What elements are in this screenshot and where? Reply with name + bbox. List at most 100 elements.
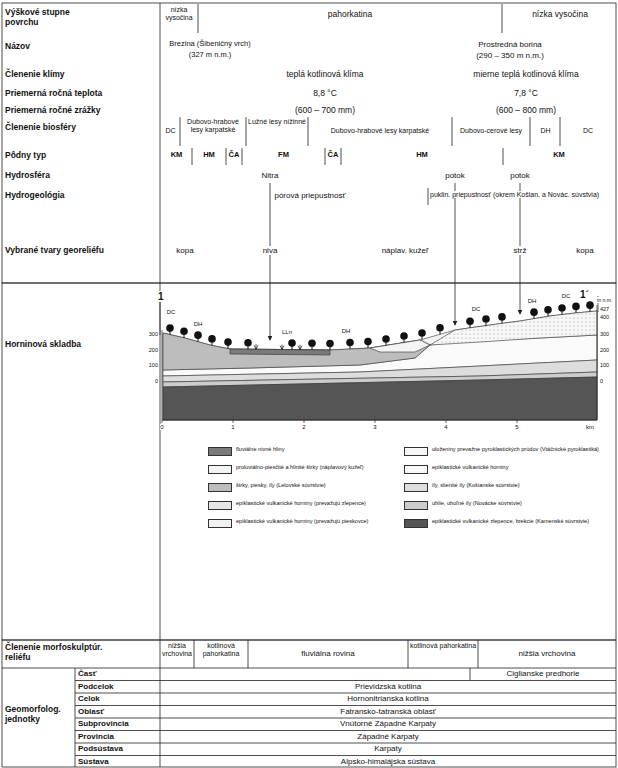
grass-symbol — [254, 344, 258, 349]
tree-trunk — [212, 342, 213, 345]
tree-trunk — [502, 320, 503, 323]
table-cell-text: (327 m n.m.) — [189, 50, 232, 59]
table-cell: Ciglianske predhorie — [470, 669, 616, 678]
tree-trunk — [248, 346, 249, 349]
profile-label-text: DH — [528, 298, 537, 304]
table-cell-text: 7,8 °C — [514, 88, 538, 98]
row-header-text: Podsústava — [78, 744, 123, 753]
row-header-text: Výškové stupne povrchu — [5, 7, 70, 27]
table-cell-text: niva — [263, 246, 278, 255]
table-cell-text: pahorkatina — [328, 9, 372, 19]
axis-label: 100 — [600, 362, 616, 368]
tree-crown — [364, 338, 372, 346]
row-header: Subprovincia — [78, 719, 158, 728]
axis-label: 2 — [297, 424, 311, 431]
axis-label: 200 — [138, 347, 158, 353]
table-cell: fluviálna rovina — [248, 649, 408, 658]
profile-label: 1 — [158, 291, 172, 303]
profile-label-text: 1´ — [580, 289, 589, 300]
table-cell: nízka vysočina — [161, 6, 197, 22]
axis-label-text: 1 — [231, 424, 234, 430]
tree-trunk — [386, 342, 387, 345]
tree-crown — [418, 329, 426, 337]
legend-swatch — [404, 501, 428, 510]
row-header-text: Sústava — [78, 757, 109, 766]
row-header-text: Celok — [78, 694, 100, 703]
legend-swatch — [404, 447, 428, 456]
axis-label-text: 4 — [444, 424, 447, 430]
axis-label-text: 0 — [160, 424, 163, 430]
profile-label-text: LLn — [282, 329, 292, 335]
axis-label-text: 400 — [600, 314, 609, 320]
table-cell: kotlinová pahorkatina — [194, 642, 248, 658]
row-header-text: Hydrosféra — [5, 170, 50, 180]
tree-crown — [244, 339, 252, 347]
table-cell: nižšia vrchovina — [478, 649, 616, 658]
table-cell: (327 m n.m.) — [160, 51, 260, 60]
row-header: Horninová skladba — [5, 340, 155, 350]
table-cell: Dubovo-cerové lesy — [453, 127, 529, 135]
axis-label: 300 — [600, 331, 616, 337]
tree-crown — [498, 313, 506, 321]
table-cell: KM — [161, 151, 192, 160]
axis-label-text: km — [586, 424, 594, 430]
table-cell: kopa — [563, 246, 607, 255]
table-cell: Západné Karpaty — [160, 732, 616, 741]
table-cell: Dubovo-hrabové lesy karpatské — [181, 118, 245, 134]
table-cell: 8,8 °C — [200, 89, 450, 99]
row-header: Členenie morfoskulptúr. reliéfu — [5, 643, 125, 663]
tree-trunk — [590, 309, 591, 312]
geologic-profile — [163, 311, 597, 420]
table-cell: Fatransko-tatranská oblasť — [160, 707, 616, 716]
axis-label: 1 — [226, 424, 240, 431]
table-cell: HM — [341, 151, 503, 160]
legend-swatch — [208, 519, 232, 528]
profile-label: DH — [523, 298, 541, 305]
axis-label-text: m n.m. — [597, 297, 612, 303]
tree-trunk — [548, 313, 549, 316]
table-cell-text: Západné Karpaty — [357, 732, 418, 741]
legend-swatch — [208, 447, 232, 456]
axis-label: 200 — [600, 347, 616, 353]
row-header: Podsústava — [78, 744, 158, 753]
table-cell-text: fluviálna rovina — [301, 649, 354, 658]
tree-crown — [166, 324, 174, 332]
profile-label-text: DH — [342, 328, 351, 334]
table-cell: Brezina (Šibeničný vrch) — [160, 40, 260, 49]
table-cell: FM — [242, 151, 325, 160]
row-header-text: Pôdny typ — [5, 150, 46, 160]
table-cell: pahorkatina — [200, 10, 500, 20]
legend-text: íly, slienité íly (Košianske súvrstvie) — [432, 482, 602, 488]
legend-swatch — [404, 483, 428, 492]
axis-label-text: 0 — [155, 378, 158, 384]
axis-label-text: 100 — [149, 362, 158, 368]
tree-crown — [194, 331, 202, 339]
tree-crown — [558, 304, 566, 312]
table-cell: DC — [561, 127, 615, 135]
legend-swatch — [208, 501, 232, 510]
grass-symbol — [280, 345, 284, 350]
row-header: Provincia — [78, 732, 158, 741]
legend-text: uhlie, uhoľné íly (Novácke súvrstvie) — [432, 500, 602, 506]
axis-label: 0 — [600, 378, 616, 384]
table-cell-text: nízka vysočina — [532, 9, 588, 19]
leader-arrow — [270, 183, 520, 340]
axis-label: 400 — [600, 314, 616, 320]
tree-symbols — [166, 301, 594, 350]
tree-trunk — [404, 340, 405, 343]
row-header: Vybrané tvary georeliéfu — [5, 246, 155, 256]
row-header-text: Vybrané tvary georeliéfu — [5, 245, 104, 255]
table-cell-text: nižšia vrchovina — [519, 649, 576, 658]
profile-label-text: DC — [472, 306, 481, 312]
table-cell: Lužné lesy nížinné — [247, 118, 307, 126]
table-cell-text: DC — [165, 127, 175, 134]
table-cell-text: Karpaty — [374, 744, 402, 753]
row-header: Pôdny typ — [5, 151, 155, 161]
tree-crown — [224, 338, 232, 346]
table-cell-text: FM — [278, 150, 289, 159]
row-header-text: Časť — [78, 669, 97, 678]
tree-crown — [308, 340, 316, 348]
tree-crown — [180, 327, 188, 335]
table-cell-text: Dubovo-cerové lesy — [460, 127, 522, 134]
legend-swatch — [208, 483, 232, 492]
